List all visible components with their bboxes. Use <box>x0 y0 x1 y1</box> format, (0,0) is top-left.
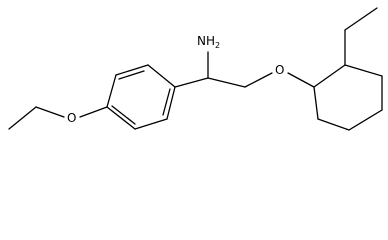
oxygen-chain-symbol: O <box>275 63 284 77</box>
ethyl-bond <box>344 7 378 31</box>
amine-subscript: 2 <box>215 41 220 50</box>
ring-bond <box>348 109 383 131</box>
ring-bond <box>106 74 117 108</box>
ring-bond <box>147 64 176 88</box>
ring-bond <box>317 118 350 131</box>
ch2-oxygen-bond <box>244 72 273 88</box>
atom-label-oxygen-aryl: O <box>65 109 79 125</box>
atom-label-amine: NH2 <box>196 32 222 50</box>
ring-bond <box>115 64 149 76</box>
aryl-oxygen-bond <box>79 106 108 118</box>
ring-bond <box>166 86 176 120</box>
ring-double-bond <box>111 105 136 125</box>
ethyl-group <box>344 7 378 66</box>
ring-double-bond <box>162 88 171 116</box>
ethylamine-linker <box>174 51 315 88</box>
ch-ch2-bond <box>207 77 246 88</box>
ethoxy-group <box>8 106 108 130</box>
amine-label: NH2 <box>197 34 220 50</box>
chemical-structure: NH2 O O <box>8 7 383 131</box>
ethyl-bond <box>8 106 37 130</box>
oxygen-cyclohexyl-bond <box>287 72 315 88</box>
ring-bond <box>313 64 346 88</box>
oxygen-ethyl-bond <box>35 106 65 118</box>
amine-symbol: NH <box>197 34 215 48</box>
ring-bond <box>106 106 136 130</box>
ring-bond <box>344 64 383 77</box>
ring-double-bond <box>118 70 145 80</box>
ring-bond <box>134 118 168 130</box>
oxygen-aryl-symbol: O <box>67 111 76 125</box>
atom-label-oxygen-chain: O <box>273 61 287 77</box>
ring-bond <box>313 86 319 120</box>
aryl-ch-bond <box>174 77 209 88</box>
benzene-ring <box>106 64 176 130</box>
cyclohexane-ring <box>313 64 383 131</box>
